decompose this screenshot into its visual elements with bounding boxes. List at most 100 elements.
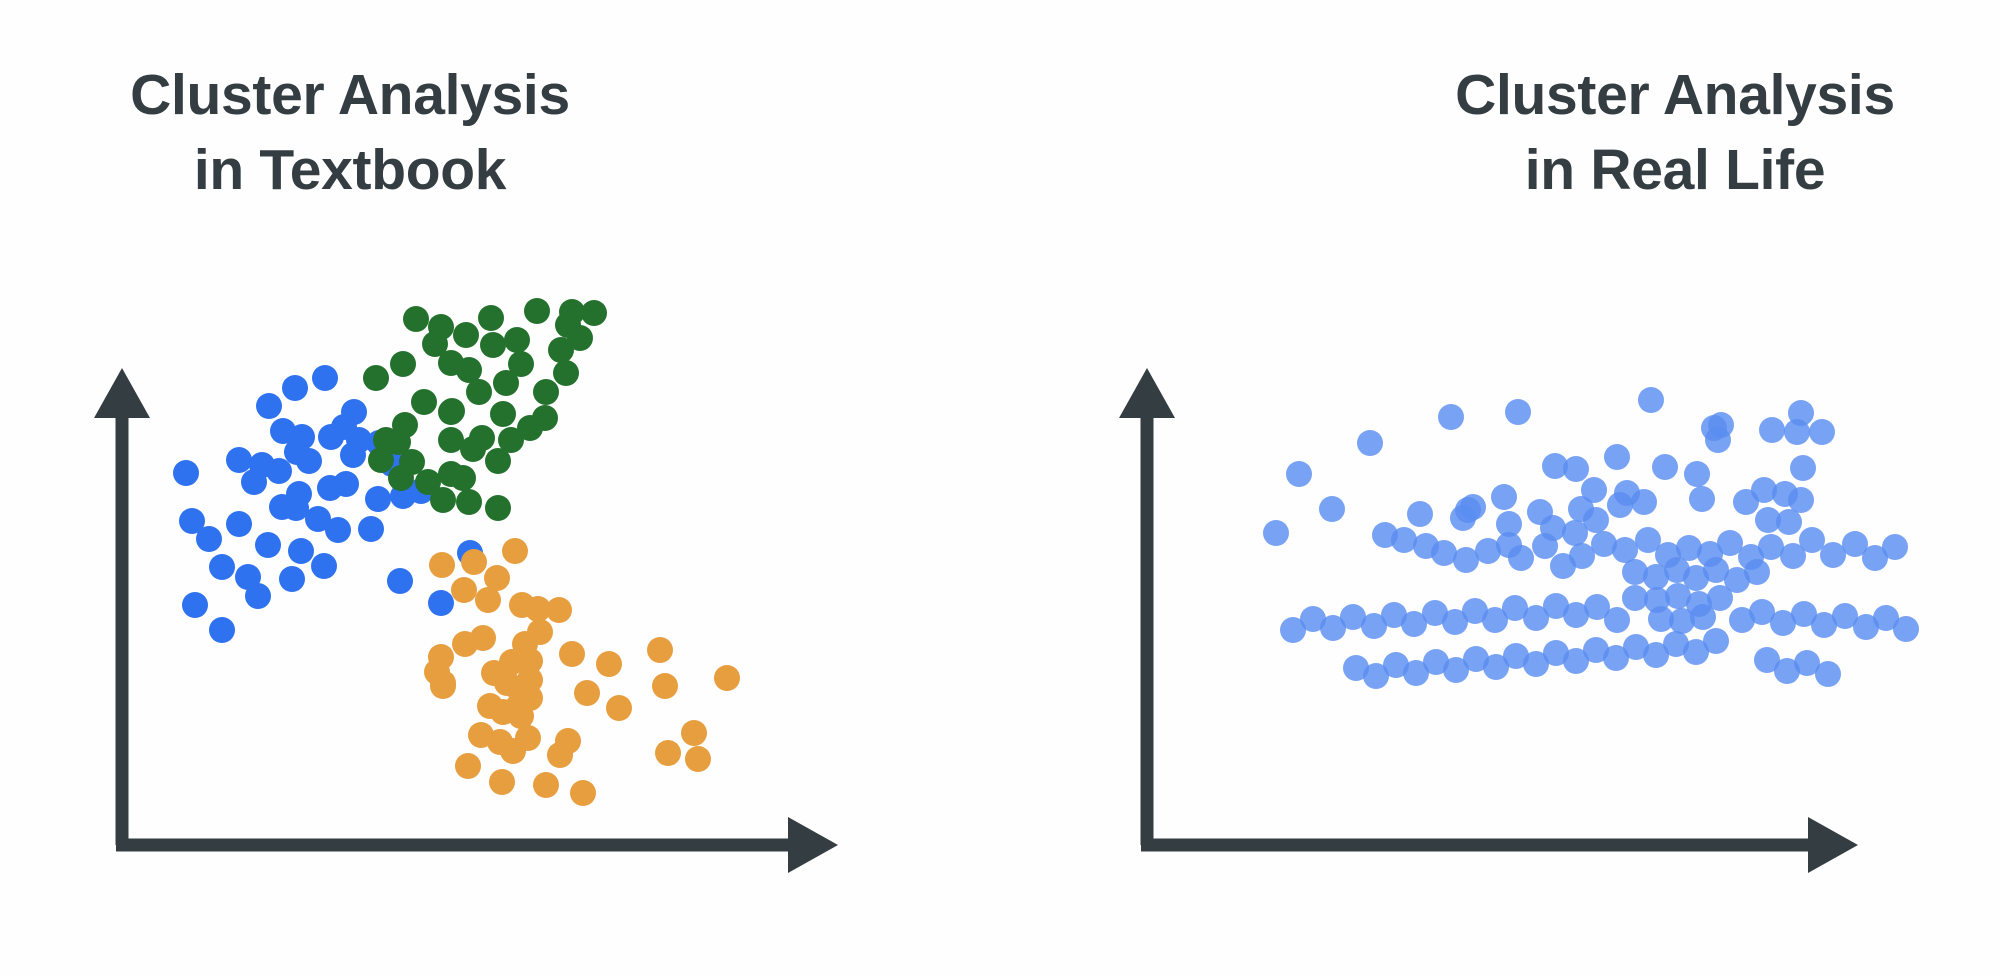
- scatter-point: [1638, 387, 1664, 413]
- scatter-point: [226, 447, 252, 473]
- scatter-series-cluster-3: [424, 538, 740, 806]
- x-axis-arrow-icon: [788, 817, 838, 873]
- panel-real-life: Cluster Analysis in Real Life: [1000, 0, 2000, 976]
- scatter-point: [1591, 531, 1617, 557]
- scatter-point: [548, 337, 574, 363]
- scatter-point: [340, 442, 366, 468]
- scatter-point: [1381, 602, 1407, 628]
- scatter-point: [1391, 527, 1417, 553]
- scatter-point: [1862, 545, 1888, 571]
- scatter-point: [456, 357, 482, 383]
- scatter-point: [685, 746, 711, 772]
- scatter-point: [173, 460, 199, 486]
- scatter-point: [288, 538, 314, 564]
- scatter-point: [1794, 650, 1820, 676]
- scatter-point: [1809, 419, 1835, 445]
- scatter-point: [470, 625, 496, 651]
- scatter-point: [1689, 486, 1715, 512]
- scatter-point: [504, 327, 530, 353]
- scatter-point: [1815, 661, 1841, 687]
- scatter-point: [1340, 604, 1366, 630]
- scatter-point: [596, 651, 622, 677]
- scatter-point: [430, 487, 456, 513]
- scatter-point: [428, 314, 454, 340]
- scatter-point: [1643, 642, 1669, 668]
- scatter-point: [1450, 505, 1476, 531]
- scatter-point: [655, 740, 681, 766]
- scatter-point: [1749, 599, 1775, 625]
- scatter-point: [1581, 477, 1607, 503]
- scatter-point: [524, 298, 550, 324]
- scatter-point: [1832, 603, 1858, 629]
- scatter-point: [1503, 643, 1529, 669]
- scatter-point: [196, 526, 222, 552]
- scatter-point: [415, 469, 441, 495]
- scatter-point: [429, 552, 455, 578]
- page-title-textbook: Cluster Analysis in Textbook: [130, 63, 570, 203]
- scatter-point: [478, 305, 504, 331]
- scatter-point: [1776, 509, 1802, 535]
- scatter-point: [179, 508, 205, 534]
- scatter-point: [387, 568, 413, 594]
- scatter-point: [460, 436, 486, 462]
- scatter-point: [1583, 637, 1609, 663]
- scatter-point: [1754, 647, 1780, 673]
- scatter-point: [1403, 660, 1429, 686]
- scatter-point: [1584, 594, 1610, 620]
- scatter-point: [485, 495, 511, 521]
- scatter-point: [1853, 614, 1879, 640]
- scatter-point: [403, 306, 429, 332]
- scatter-point: [606, 695, 632, 721]
- scatter-point: [1583, 507, 1609, 533]
- scatter-point: [466, 379, 492, 405]
- scatter-series-unlabelled: [1263, 387, 1919, 689]
- scatter-point: [1542, 453, 1568, 479]
- scatter-point: [527, 619, 553, 645]
- scatter-point: [1491, 484, 1517, 510]
- scatter-point: [1622, 585, 1648, 611]
- scatter-point: [1383, 652, 1409, 678]
- scatter-point: [1496, 511, 1522, 537]
- scatter-point: [546, 597, 572, 623]
- scatter-point: [533, 379, 559, 405]
- scatter-point: [559, 299, 585, 325]
- scatter-point: [493, 370, 519, 396]
- y-axis-arrow-icon: [94, 368, 150, 418]
- scatter-point: [485, 448, 511, 474]
- scatter-point: [1811, 612, 1837, 638]
- scatter-point: [1683, 639, 1709, 665]
- scatter-point: [490, 401, 516, 427]
- scatter-point: [256, 393, 282, 419]
- scatter-point: [489, 769, 515, 795]
- scatter-point: [1703, 557, 1729, 583]
- scatter-point: [504, 695, 530, 721]
- scatter-point: [1453, 547, 1479, 573]
- scatter-point: [1643, 564, 1669, 590]
- scatter-point: [1320, 615, 1346, 641]
- scatter-point: [1703, 628, 1729, 654]
- scatter-point: [714, 665, 740, 691]
- scatter-point: [1729, 607, 1755, 633]
- scatter-point: [241, 469, 267, 495]
- scatter-point: [341, 399, 367, 425]
- scatter-point: [1820, 542, 1846, 568]
- scatter-point: [1717, 530, 1743, 556]
- scatter-point: [455, 753, 481, 779]
- scatter-point: [1683, 565, 1709, 591]
- scatter-point: [255, 532, 281, 558]
- scatter-point: [1463, 646, 1489, 672]
- scatter-point: [333, 471, 359, 497]
- scatter-point: [553, 360, 579, 386]
- scatter-point: [325, 517, 351, 543]
- scatter-point: [245, 583, 271, 609]
- scatter-point: [358, 516, 384, 542]
- scatter-point: [1652, 454, 1678, 480]
- scatter-point: [1669, 608, 1695, 634]
- scatter-point: [499, 649, 525, 675]
- scatter-point: [1523, 605, 1549, 631]
- scatter-point: [681, 720, 707, 746]
- scatter-point: [388, 465, 414, 491]
- scatter-point: [1423, 649, 1449, 675]
- scatter-point: [498, 427, 524, 453]
- scatter-point: [525, 596, 551, 622]
